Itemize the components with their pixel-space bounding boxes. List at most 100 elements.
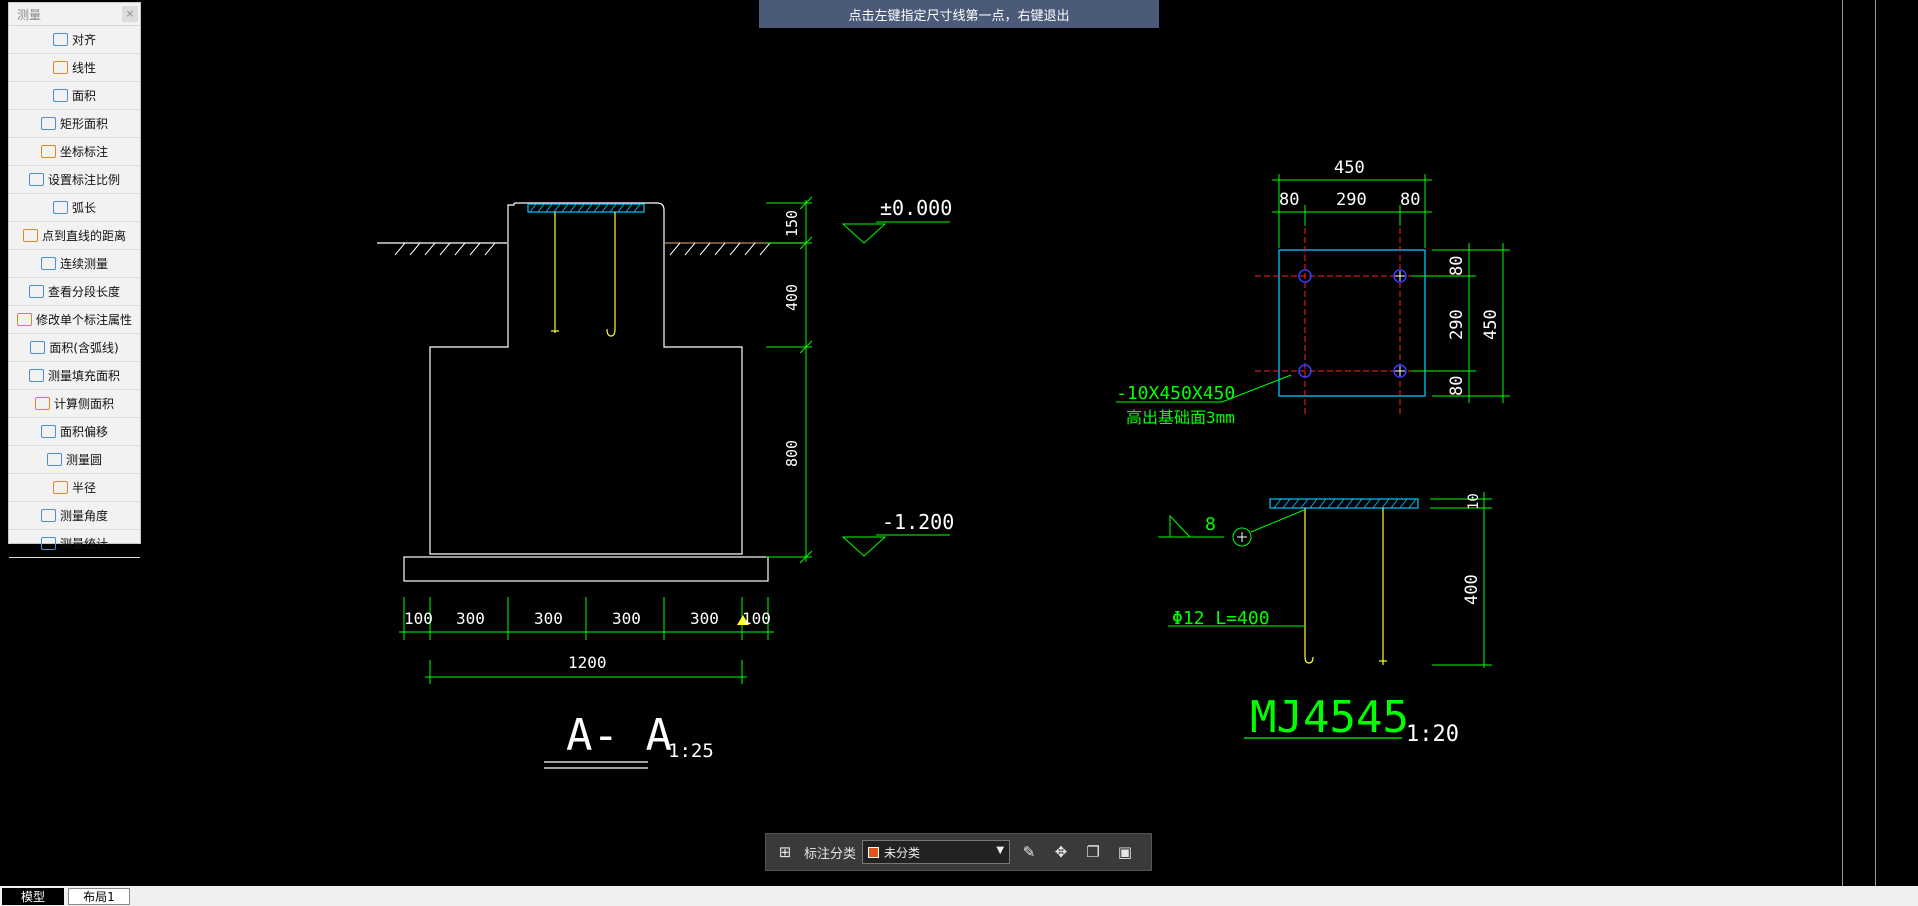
plan-dim-top-1: 290 [1336, 190, 1367, 210]
grid-menu-icon[interactable]: ⊞ [778, 843, 792, 861]
tool-item-label: 测量统计 [59, 537, 108, 551]
tool-item-label: 测量角度 [59, 509, 108, 523]
tool-item-label: 设置标注比例 [47, 173, 120, 187]
point-line-distance-icon [22, 229, 38, 242]
coordinate-icon [40, 145, 56, 158]
tool-item-label: 测量圆 [65, 453, 102, 467]
plate-note-height: 高出基础面3mm [1126, 408, 1235, 427]
move-icon[interactable]: ✥ [1054, 843, 1068, 861]
radius-icon [52, 481, 68, 494]
dim-h-3: 300 [612, 609, 641, 628]
tool-item[interactable]: 修改单个标注属性 [9, 306, 140, 334]
tool-item[interactable]: 坐标标注 [9, 138, 140, 166]
scale-icon [28, 173, 44, 186]
plate-title: MJ4545 [1250, 692, 1409, 743]
arc-length-icon [52, 201, 68, 214]
tool-item-label: 矩形面积 [59, 117, 108, 131]
plate-section-dims [1158, 492, 1492, 668]
plate-thk-dim: 10 [1466, 493, 1482, 510]
elev-top-label: ±0.000 [880, 196, 952, 220]
measure-panel: 测量 × 对齐线性面积矩形面积坐标标注设置标注比例弧长点到直线的距离连续测量查看… [8, 2, 141, 558]
tool-item-label: 对齐 [71, 33, 96, 47]
tool-item-label: 面积(含弧线) [49, 341, 119, 355]
plate-plan [1255, 228, 1460, 415]
edit-icon[interactable]: ✎ [1022, 843, 1036, 861]
tool-item-label: 计算侧面积 [53, 397, 114, 411]
side-area-icon [34, 397, 50, 410]
tool-item-label: 查看分段长度 [47, 285, 120, 299]
section-aa [377, 202, 805, 582]
linear-dim-icon [52, 61, 68, 74]
section-scale: 1:25 [668, 740, 714, 762]
dim-h-1: 300 [456, 609, 485, 628]
tool-item[interactable]: 弧长 [9, 194, 140, 222]
area-icon [52, 89, 68, 102]
tool-item[interactable]: 半径 [9, 474, 140, 502]
elev-bottom-label: -1.200 [882, 510, 954, 534]
dim-h-5: 100 [742, 609, 771, 628]
panel-close-button[interactable]: × [122, 6, 138, 22]
plate-scale: 1:20 [1406, 722, 1459, 747]
tool-item-label: 坐标标注 [59, 145, 108, 159]
category-select[interactable]: 未分类 ▼ [862, 840, 1011, 864]
weld-size-label: 8 [1205, 514, 1216, 535]
edit-dim-icon [16, 313, 32, 326]
viewport-divider [1842, 0, 1843, 886]
plate-height-dim: 400 [1462, 574, 1482, 605]
tool-item[interactable]: 测量填充面积 [9, 362, 140, 390]
statistics-icon [40, 537, 56, 550]
tool-list: 对齐线性面积矩形面积坐标标注设置标注比例弧长点到直线的距离连续测量查看分段长度修… [9, 26, 140, 558]
tool-item[interactable]: 矩形面积 [9, 110, 140, 138]
tool-item-label: 点到直线的距离 [41, 229, 126, 243]
tool-item[interactable]: 线性 [9, 54, 140, 82]
chevron-down-icon: ▼ [996, 845, 1005, 856]
tool-item[interactable]: 测量角度 [9, 502, 140, 530]
plan-dim-right-1: 290 [1447, 309, 1467, 340]
command-hint: 点击左键指定尺寸线第一点，右键退出 [759, 0, 1159, 28]
annotation-toolbar: ⊞ 标注分类 未分类 ▼ ✎ ✥ ❐ ▣ [765, 833, 1152, 871]
dim-vert-400: 400 [783, 284, 801, 311]
tool-item[interactable]: 测量圆 [9, 446, 140, 474]
tab-layout1[interactable]: 布局1 [68, 888, 130, 905]
tool-item-label: 修改单个标注属性 [35, 313, 132, 327]
tool-item-label: 线性 [71, 61, 96, 75]
anchor-bars [551, 212, 616, 337]
arc-area-icon [30, 341, 46, 354]
angle-icon [40, 509, 56, 522]
tab-model[interactable]: 模型 [2, 888, 64, 905]
tool-item[interactable]: 连续测量 [9, 250, 140, 278]
tool-item-label: 弧长 [71, 201, 96, 215]
fill-area-icon [28, 369, 44, 382]
segment-length-icon [28, 285, 44, 298]
section-vertical-dims [766, 196, 813, 564]
plate-plan-dims [1116, 174, 1510, 403]
panel-title: 测量 × [9, 3, 140, 26]
paste-icon[interactable]: ▣ [1117, 843, 1133, 861]
tool-item[interactable]: 计算侧面积 [9, 390, 140, 418]
section-title: A- A [566, 710, 672, 761]
panel-title-text: 测量 [17, 7, 42, 22]
tool-item[interactable]: 点到直线的距离 [9, 222, 140, 250]
dim-h-0: 100 [404, 609, 433, 628]
plate-note-size: -10X450X450 [1116, 383, 1235, 404]
viewport-divider [1875, 0, 1876, 886]
plan-dim-right-2: 80 [1447, 376, 1467, 396]
tool-item[interactable]: 面积 [9, 82, 140, 110]
copy-icon[interactable]: ❐ [1086, 843, 1100, 861]
category-color-swatch [868, 846, 880, 858]
tool-item[interactable]: 对齐 [9, 26, 140, 54]
tool-item-label: 面积偏移 [59, 425, 108, 439]
tool-item[interactable]: 面积偏移 [9, 418, 140, 446]
tool-item[interactable]: 测量统计 [9, 530, 140, 558]
plate-section [1269, 498, 1419, 665]
circle-measure-icon [46, 453, 62, 466]
tool-item[interactable]: 面积(含弧线) [9, 334, 140, 362]
rect-area-icon [40, 117, 56, 130]
tool-item-label: 面积 [71, 89, 96, 103]
tool-item[interactable]: 查看分段长度 [9, 278, 140, 306]
dim-h-4: 300 [690, 609, 719, 628]
area-offset-icon [40, 425, 56, 438]
rebar-label: Φ12 L=400 [1172, 608, 1270, 629]
tool-item[interactable]: 设置标注比例 [9, 166, 140, 194]
